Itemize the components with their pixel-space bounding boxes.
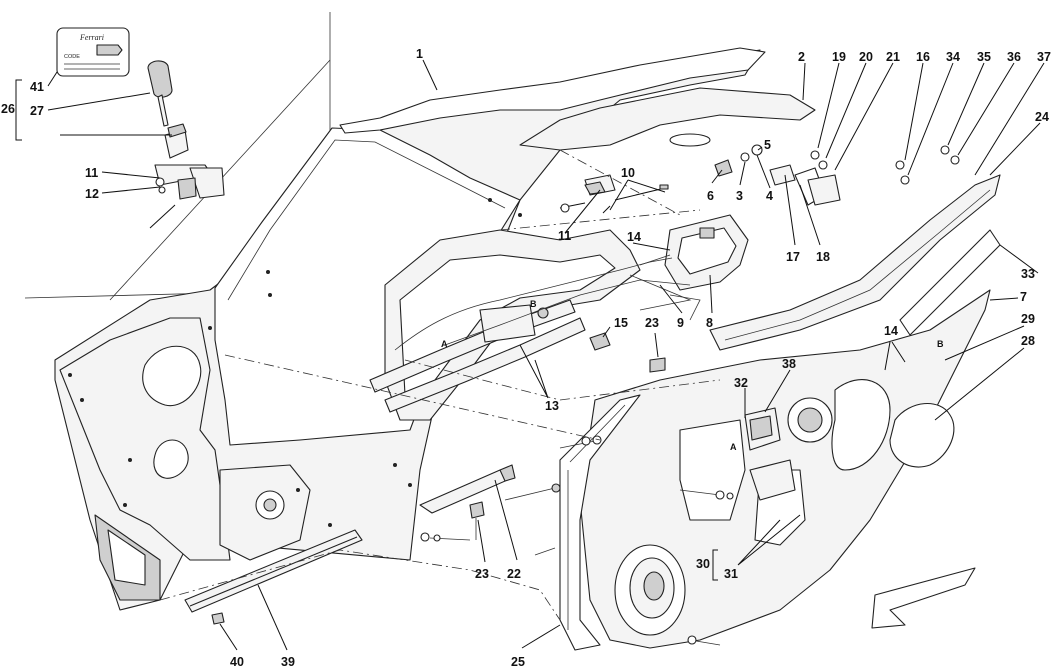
callout-22: 22 bbox=[507, 567, 521, 581]
key-tag: Ferrari CODE bbox=[56, 27, 130, 77]
ignition-key bbox=[147, 60, 173, 127]
callout-19: 19 bbox=[832, 50, 846, 64]
hinge-hardware bbox=[714, 144, 960, 206]
callout-17: 17 bbox=[786, 250, 800, 264]
front-arrow-icon bbox=[871, 567, 976, 629]
lock-cylinder bbox=[154, 123, 225, 200]
outer-handle-rods bbox=[559, 174, 669, 214]
callout-20: 20 bbox=[859, 50, 873, 64]
callout-10: 10 bbox=[621, 166, 635, 180]
callout-1: 1 bbox=[416, 47, 423, 61]
callout-8: 8 bbox=[706, 316, 713, 330]
connection-markers: A B A B bbox=[441, 299, 944, 452]
callout-6: 6 bbox=[707, 189, 714, 203]
callout-14-center: 14 bbox=[627, 230, 641, 244]
sill-trim bbox=[184, 529, 363, 613]
callout-33: 33 bbox=[1021, 267, 1035, 281]
callout-16: 16 bbox=[916, 50, 930, 64]
alignment-lines bbox=[159, 149, 721, 621]
window-channel bbox=[709, 174, 1001, 351]
callout-15: 15 bbox=[614, 316, 628, 330]
callout-26: 26 bbox=[1, 102, 15, 116]
callout-12: 12 bbox=[85, 187, 99, 201]
callout-21: 21 bbox=[886, 50, 900, 64]
callout-29: 29 bbox=[1021, 312, 1035, 326]
key-tag-brand: Ferrari bbox=[79, 33, 104, 42]
callout-labels: 41 27 26 11 12 1 2 19 20 21 16 34 35 36 … bbox=[1, 47, 1051, 669]
callout-27: 27 bbox=[30, 104, 44, 118]
callout-34: 34 bbox=[946, 50, 960, 64]
key-tag-code-label: CODE bbox=[64, 54, 80, 60]
callout-7: 7 bbox=[1020, 290, 1027, 304]
callout-35: 35 bbox=[977, 50, 991, 64]
callout-36: 36 bbox=[1007, 50, 1021, 64]
callout-9: 9 bbox=[677, 316, 684, 330]
callout-23-bottom: 23 bbox=[475, 567, 489, 581]
callout-24: 24 bbox=[1035, 110, 1049, 124]
upper-seal-assembly bbox=[339, 47, 816, 151]
mirror-cover bbox=[889, 402, 955, 468]
window-regulator bbox=[369, 229, 641, 421]
callout-11-center: 11 bbox=[558, 229, 571, 243]
callout-28: 28 bbox=[1021, 334, 1035, 348]
callout-11-left: 11 bbox=[85, 166, 98, 180]
callout-40: 40 bbox=[230, 655, 244, 669]
fasteners bbox=[211, 332, 734, 646]
callout-4: 4 bbox=[766, 189, 773, 203]
callout-39: 39 bbox=[281, 655, 295, 669]
door-trim-panel bbox=[579, 289, 991, 649]
leader-lines bbox=[15, 59, 1045, 651]
callout-13: 13 bbox=[545, 399, 559, 413]
callout-18: 18 bbox=[816, 250, 830, 264]
callout-30: 30 bbox=[696, 557, 710, 571]
connector-a-left: A bbox=[441, 339, 448, 349]
door-seal bbox=[559, 394, 641, 651]
callout-32: 32 bbox=[734, 376, 748, 390]
callout-5: 5 bbox=[764, 138, 771, 152]
connector-a-right: A bbox=[730, 442, 737, 452]
callout-37: 37 bbox=[1037, 50, 1051, 64]
callout-3: 3 bbox=[736, 189, 743, 203]
callout-25: 25 bbox=[511, 655, 525, 669]
callout-41: 41 bbox=[30, 80, 44, 94]
door-latch bbox=[629, 214, 749, 321]
callout-14-right: 14 bbox=[884, 324, 898, 338]
callout-38: 38 bbox=[782, 357, 796, 371]
callout-31: 31 bbox=[724, 567, 738, 581]
callout-23-right: 23 bbox=[645, 316, 659, 330]
callout-2: 2 bbox=[798, 50, 805, 64]
connector-b-left: B bbox=[530, 299, 537, 309]
connector-b-right: B bbox=[937, 339, 944, 349]
